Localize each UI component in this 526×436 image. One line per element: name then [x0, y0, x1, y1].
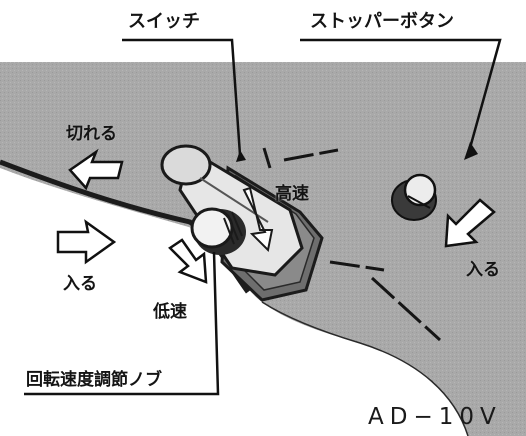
switch-lever: [160, 144, 304, 277]
label-low-speed: 低速: [153, 302, 187, 322]
arrow-off: [68, 148, 124, 191]
label-stopper-button: ストッパーボタン: [310, 11, 454, 32]
arrow-low: [168, 238, 208, 284]
label-on-right: 入る: [466, 260, 500, 280]
guide-lines: [262, 147, 442, 342]
label-switch: スイッチ: [128, 11, 200, 32]
speed-knob: [190, 207, 246, 255]
arrow-on-left: [56, 219, 117, 265]
leader-switch: [122, 38, 242, 156]
leader-knob: [24, 251, 220, 396]
label-high-speed: 高速: [275, 184, 309, 204]
stopper-button: [391, 173, 437, 221]
arrow-on-right: [444, 198, 496, 248]
label-off: 切れる: [66, 124, 117, 144]
label-on-left: 入る: [63, 274, 97, 294]
leader-stopper: [300, 38, 502, 149]
model-number: AD−10V: [368, 404, 502, 430]
label-speed-knob: 回転速度調節ノブ: [26, 370, 162, 390]
